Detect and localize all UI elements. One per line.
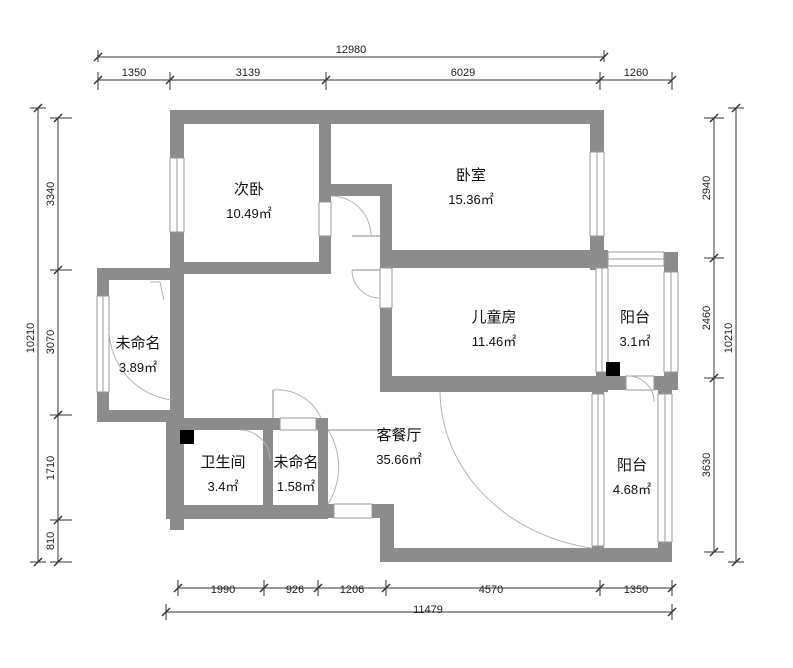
room-unnamed-small-area: 1.58㎡ [277,479,315,494]
window [279,417,317,431]
dimension-left-seg-3: 1710 [45,456,57,480]
dimension-bottom-seg-3: 1206 [340,584,364,596]
window [333,503,373,519]
window [625,375,655,391]
dimensions-left: 10210 3340 3070 1710 810 [25,103,72,567]
dimension-bottom-seg-4: 4570 [479,584,503,596]
room-labels: 次卧 10.49㎡ 卧室 15.36㎡ 未命名 3.89㎡ 儿童房 11.46㎡… [115,166,651,497]
dimension-right-seg-2: 2460 [701,306,713,330]
dimension-top-total: 12980 [336,44,367,56]
wall [97,410,184,422]
room-bathroom-name: 卫生间 [200,453,245,471]
wall [263,418,273,518]
dimension-bottom-total: 11479 [413,604,443,616]
wall [380,376,608,392]
dimension-right-total: 10210 [723,323,735,354]
dimension-left-seg-2: 3070 [45,330,57,354]
window [379,267,393,309]
room-balcony-upper-name: 阳台 [620,308,650,326]
dimension-left-total: 10210 [25,323,37,354]
dimension-left-seg-1: 3340 [45,182,57,206]
windows [96,151,679,547]
wall [97,268,184,280]
wall [319,184,391,196]
dimensions-right: 2940 2460 3630 10210 [701,103,744,567]
dimension-right-seg-1: 2940 [701,176,713,200]
pillars [180,362,620,444]
room-unnamed-left-name: 未命名 [115,334,160,352]
pillar [180,430,194,444]
dimension-top-seg-3: 6029 [451,67,475,79]
room-balcony-lower-area: 4.68㎡ [613,482,651,497]
room-bathroom-area: 3.4㎡ [207,479,238,494]
wall [170,110,604,124]
dimension-top-seg-1: 1350 [122,67,146,79]
dimension-bottom-seg-1: 1990 [211,584,235,596]
wall [166,418,180,518]
wall [380,250,608,268]
wall [318,418,328,518]
room-living-dining-area: 35.66㎡ [376,452,422,467]
room-kids-area: 11.46㎡ [472,334,517,349]
doors [108,195,655,549]
room-unnamed-left-area: 3.89㎡ [119,360,157,375]
dimension-right-seg-3: 3630 [701,453,713,477]
room-second-bedroom-area: 10.49㎡ [226,206,272,221]
dimensions-top: 12980 1350 3139 6029 1260 [93,44,677,90]
room-kids-name: 儿童房 [471,308,516,326]
wall [380,548,672,562]
wall [166,505,328,519]
room-balcony-lower-name: 阳台 [617,456,647,474]
dimension-bottom-seg-5: 1350 [624,584,648,596]
pillar [606,362,620,376]
room-bedroom-area: 15.36㎡ [448,192,494,207]
wall [170,262,331,274]
room-bedroom-name: 卧室 [456,166,486,184]
window [318,201,332,237]
dimensions-bottom: 1990 926 1206 4570 1350 11479 [161,580,677,620]
dimension-left-seg-4: 810 [45,532,57,550]
room-living-dining-name: 客餐厅 [376,426,421,444]
dimension-bottom-seg-2: 926 [286,584,304,596]
room-balcony-upper-area: 3.1㎡ [619,334,650,349]
room-unnamed-small-name: 未命名 [273,453,318,471]
wall [380,504,394,562]
dimension-top-seg-4: 1260 [624,67,648,79]
dimension-top-seg-2: 3139 [236,67,260,79]
room-second-bedroom-name: 次卧 [234,180,264,198]
